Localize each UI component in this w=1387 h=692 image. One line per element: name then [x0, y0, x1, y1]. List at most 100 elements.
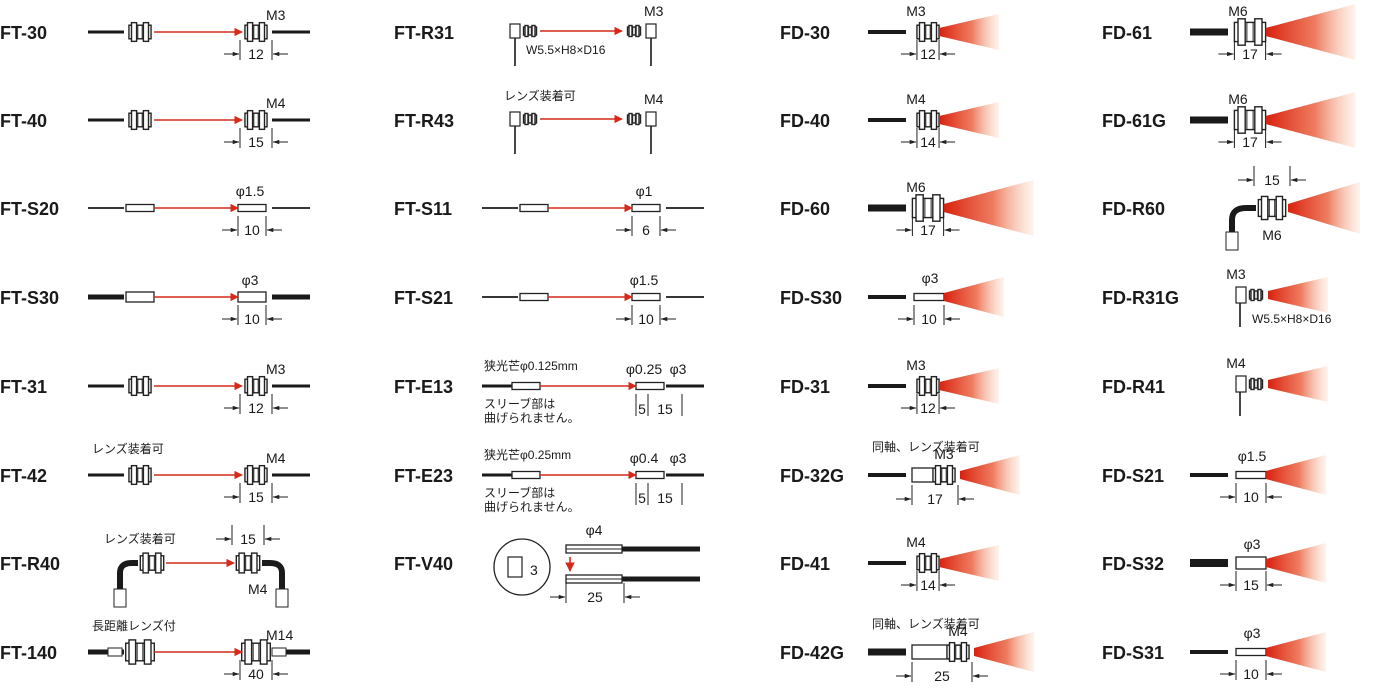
dim-value: 15 — [1264, 172, 1280, 188]
emitted-light — [974, 632, 1034, 672]
model-code: FT-V40 — [394, 554, 453, 574]
nut-flange — [244, 639, 253, 665]
thread-size-label: M3 — [644, 3, 664, 19]
nut-flange — [142, 464, 150, 486]
dim-value: 15 — [240, 531, 256, 547]
sleeve-tube — [635, 381, 665, 391]
sleeve-tube — [631, 203, 661, 213]
model-code: FD-R41 — [1102, 377, 1165, 397]
sensor-fd-41: FD-41 M4 14 — [780, 534, 1000, 593]
thread-size-label: M6 — [1228, 91, 1248, 107]
sleeve-note: スリーブ部は — [484, 485, 555, 500]
bent-cable — [1229, 205, 1256, 244]
model-code: FD-R31G — [1102, 288, 1179, 308]
emitted-light — [939, 545, 1000, 581]
model-code: FD-42G — [780, 643, 844, 663]
thread-size-label: M3 — [906, 357, 926, 373]
nut-flange — [930, 375, 938, 397]
dim-value: 10 — [638, 311, 654, 327]
model-code: FD-S31 — [1102, 643, 1164, 663]
tip-diameter-label: φ0.4 — [630, 450, 659, 466]
diameter-label: φ3 — [922, 270, 939, 286]
dim-value: 14 — [920, 134, 936, 150]
v-type-side-dim: 3 — [530, 562, 538, 578]
model-code: FT-40 — [0, 111, 47, 131]
dim-value: 25 — [934, 668, 950, 684]
model-code: FD-30 — [780, 23, 830, 43]
dim-value: 15 — [657, 401, 673, 417]
nut-flange — [258, 375, 266, 397]
diameter-label: φ1.5 — [236, 183, 265, 199]
dim-value: 10 — [244, 311, 260, 327]
lens-note: レンズ装着可 — [92, 441, 164, 456]
dim-value: 14 — [920, 577, 936, 593]
emitted-light — [939, 14, 1000, 50]
model-code: FD-S32 — [1102, 554, 1164, 574]
thread-size-label: M6 — [1262, 227, 1282, 243]
diameter-label: φ1.5 — [630, 272, 659, 288]
coax-note: 同軸、レンズ装着可 — [872, 439, 980, 454]
emitted-light — [944, 277, 1004, 317]
thread-size-label: M3 — [266, 361, 286, 377]
model-code: FD-61 — [1102, 23, 1152, 43]
nut-flange — [130, 109, 138, 131]
sleeve-note: スリーブ部は — [484, 396, 555, 411]
nut-flange — [143, 639, 152, 665]
diameter-label: φ4 — [586, 522, 603, 538]
model-code: FD-61G — [1102, 111, 1166, 131]
nut-body — [1248, 290, 1264, 300]
model-code: FT-140 — [0, 643, 57, 663]
dim-value: 15 — [248, 134, 264, 150]
nut-flange — [250, 552, 258, 574]
nut-flange — [628, 112, 633, 126]
dim-value: 12 — [248, 46, 264, 62]
nut-flange — [635, 112, 640, 126]
nut-flange — [1250, 377, 1255, 391]
nut-flange — [934, 464, 942, 486]
emitted-light — [1266, 543, 1326, 583]
sleeve-tube — [1235, 647, 1267, 657]
diameter-label: φ1.5 — [1238, 448, 1267, 464]
nut-flange — [1275, 195, 1284, 221]
nut-flange — [154, 552, 162, 574]
nut-flange — [1237, 106, 1246, 134]
thread-size-label: M4 — [906, 534, 926, 550]
nut-flange — [238, 552, 246, 574]
nut-flange — [259, 639, 268, 665]
thread-size-label: M4 — [1226, 355, 1246, 371]
diameter-label: φ3 — [1244, 536, 1261, 552]
nut-flange — [948, 641, 956, 663]
sleeve-tube — [1235, 470, 1267, 480]
nut-flange — [246, 464, 254, 486]
nut-flange — [930, 109, 938, 131]
bent-cable — [262, 560, 285, 601]
angle-head — [645, 23, 657, 39]
model-code: FD-41 — [780, 554, 830, 574]
model-code: FD-S21 — [1102, 466, 1164, 486]
nut-flange — [524, 24, 529, 38]
sleeve-tube — [635, 470, 665, 480]
sleeve-tube — [631, 292, 661, 302]
nut-flange — [1254, 18, 1263, 46]
emitted-light — [939, 368, 1000, 404]
angle-head — [509, 23, 521, 39]
nut-flange — [635, 24, 640, 38]
diameter-label: φ3 — [1244, 625, 1261, 641]
nut-flange — [1260, 195, 1269, 221]
dim-value: 15 — [1243, 577, 1259, 593]
model-code: FD-31 — [780, 377, 830, 397]
sleeve-tube — [519, 203, 549, 213]
narrow-beam-note: 狭光芒φ0.25mm — [484, 447, 571, 462]
coax-note: 同軸、レンズ装着可 — [872, 616, 980, 631]
sensor-fd-s32: FD-S32 φ3 15 — [1102, 536, 1326, 593]
dim-value: 17 — [1242, 134, 1258, 150]
